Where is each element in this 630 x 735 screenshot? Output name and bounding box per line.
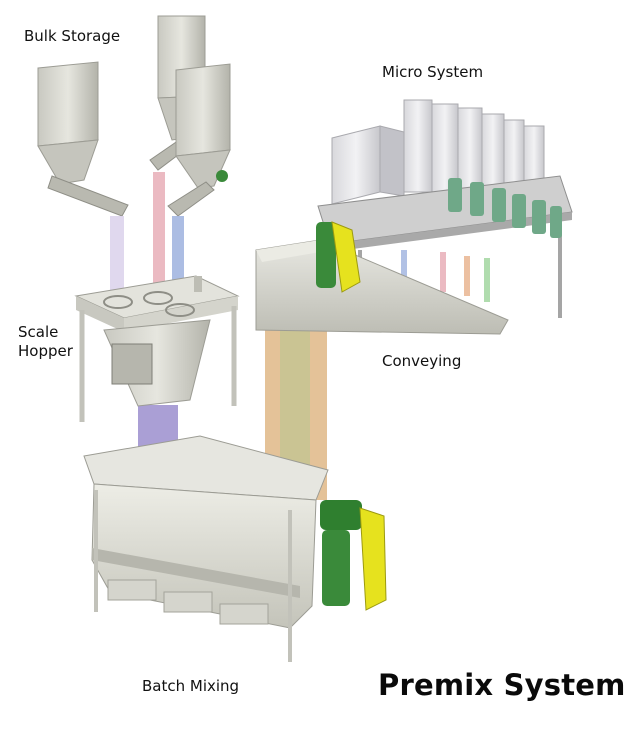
motor-icon bbox=[320, 500, 387, 611]
motor-icon bbox=[448, 178, 562, 238]
scale-hopper bbox=[74, 275, 240, 422]
label-micro-system: Micro System bbox=[382, 63, 484, 81]
label-bulk-storage: Bulk Storage bbox=[24, 27, 121, 45]
label-conveying: Conveying bbox=[382, 352, 462, 370]
mixer-icon bbox=[83, 435, 329, 662]
batch-mixer bbox=[83, 435, 387, 662]
label-batch-mixing: Batch Mixing bbox=[142, 677, 240, 695]
motor-icon bbox=[316, 221, 361, 293]
conveyor-icon bbox=[255, 239, 509, 335]
micro-system bbox=[317, 99, 573, 318]
micro-bin-icon bbox=[403, 99, 545, 205]
bulk-storage-bins bbox=[37, 15, 231, 217]
conveyor bbox=[255, 221, 509, 335]
bulk-bin-icon bbox=[37, 61, 129, 217]
label-scale-hopper: Scale Hopper bbox=[18, 323, 73, 360]
bulk-bin-icon bbox=[167, 63, 231, 217]
page-title: Premix System bbox=[378, 668, 626, 702]
